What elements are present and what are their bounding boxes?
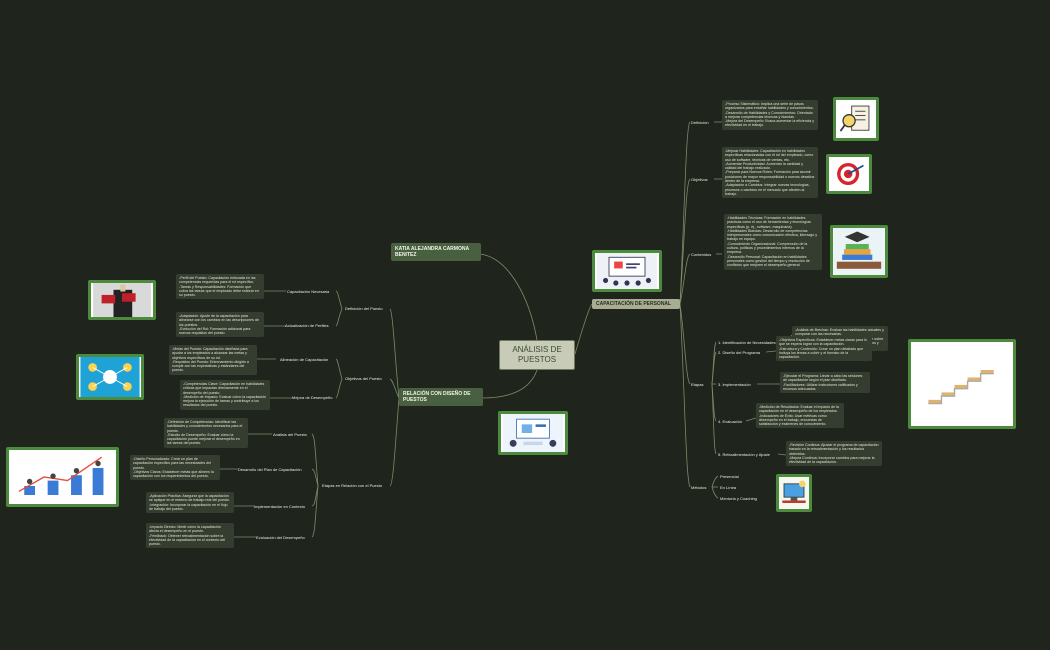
relacion-branch-node[interactable]: RELACIÓN CON DISEÑO DE PUESTOS — [399, 388, 483, 406]
author-label: KATIA ALEJANDRA CARMONA BENITEZ — [395, 246, 469, 258]
central-topic-label: ANÁLISIS DE PUESTOS — [512, 345, 562, 364]
author-node[interactable]: KATIA ALEJANDRA CARMONA BENITEZ — [391, 243, 481, 261]
stage-identificacion[interactable]: 1. Identificación de Necesidades — [718, 340, 776, 345]
network-people-image — [76, 354, 144, 400]
note-implementacion-contexto: -Aplicación Práctica: Asegurar que la ca… — [146, 492, 234, 514]
note-analisis-puesto: -Definición de Competencias: Identificar… — [164, 418, 248, 448]
note-capacitacion-necesaria: -Perfil del Puesto: Capacitación enfocad… — [176, 274, 264, 300]
note-actualizacion-perfiles: -Adaptación: Ajuste de la capacitación p… — [176, 312, 264, 338]
item-mejora-desempeno[interactable]: Mejora de Desempeño — [292, 395, 333, 400]
capacitacion-branch-label: CAPACITACIÓN DE PERSONAL — [596, 301, 672, 307]
note-retroalimentacion: -Revisión Continua: Ajustar el programa … — [786, 441, 882, 467]
note-diseno: -Objetivos Específicos: Establecer metas… — [776, 336, 872, 362]
note-contenidos: -Habilidades Técnicas: Formación en habi… — [724, 214, 822, 270]
item-evaluacion-desempeno[interactable]: Evaluación del Desempeño — [256, 535, 305, 540]
note-desarrollo-plan: -Diseño Personalizado: Crear un plan de … — [130, 455, 220, 481]
central-topic[interactable]: ANÁLISIS DE PUESTOS — [499, 340, 575, 370]
item-alineacion-capacitacion[interactable]: Alineación de Capacitación — [280, 357, 329, 362]
sub-contenidos[interactable]: Contenidos — [691, 252, 712, 257]
sub-definicion[interactable]: Definición — [691, 120, 709, 125]
stage-retroalimentacion[interactable]: 5. Retroalimentación y Ajuste — [718, 452, 770, 457]
method-mentoria[interactable]: Mentoría y Coaching — [720, 496, 757, 501]
note-mejora-desempeno: -Competencias Clave: Capacitación en hab… — [180, 380, 270, 410]
group-etapas-puesto[interactable]: Etapas en Relación con el Puesto — [322, 483, 383, 488]
note-implementacion: -Ejecutar el Programa: Llevar a cabo las… — [780, 372, 870, 394]
stage-implementacion[interactable]: 3. Implementación — [718, 382, 751, 387]
stairs-growth-image — [908, 339, 1016, 429]
note-evaluacion: -Medición de Resultados: Evaluar el impa… — [756, 403, 844, 429]
item-actualizacion-perfiles[interactable]: Actualización de Perfiles — [285, 323, 329, 328]
growth-people-image — [6, 447, 119, 507]
sub-objetivos[interactable]: Objetivos — [691, 177, 708, 182]
analysis-document-icon — [833, 97, 879, 141]
relacion-branch-label: RELACIÓN CON DISEÑO DE PUESTOS — [403, 391, 471, 403]
sub-etapas[interactable]: Etapas — [691, 382, 704, 387]
businessman-image — [88, 280, 156, 320]
note-definicion: -Proceso Sistemático: Implica una serie … — [722, 100, 818, 130]
capacitacion-branch-node[interactable]: CAPACITACIÓN DE PERSONAL — [592, 299, 680, 309]
item-capacitacion-necesaria[interactable]: Capacitación Necesaria — [287, 289, 330, 294]
method-presencial[interactable]: Presencial — [720, 474, 739, 479]
item-analisis-puesto[interactable]: Análisis del Puesto — [273, 432, 307, 437]
group-objetivos-puesto[interactable]: Objetivos del Puesto — [345, 376, 382, 381]
meeting-image — [498, 411, 568, 455]
group-definicion-puesto[interactable]: Definición del Puesto — [345, 306, 383, 311]
note-objetivos: -Mejorar Habilidades: Capacitación en ha… — [722, 147, 818, 199]
target-icon — [826, 154, 872, 194]
note-alineacion-capacitacion: -Metas del Puesto: Capacitación diseñada… — [169, 345, 257, 375]
note-evaluacion-desempeno: -Impacto Directo: Medir cómo la capacita… — [146, 523, 234, 549]
stage-diseno[interactable]: 2. Diseño del Programa — [718, 350, 761, 355]
sub-metodos[interactable]: Métodos — [691, 485, 707, 490]
item-implementacion-contexto[interactable]: Implementación en Contexto — [254, 504, 305, 509]
computer-online-image — [776, 474, 812, 512]
books-learning-image — [830, 225, 888, 278]
presentation-image — [592, 250, 662, 292]
stage-evaluacion[interactable]: 4. Evaluación — [718, 419, 743, 424]
item-desarrollo-plan[interactable]: Desarrollo del Plan de Capacitación — [238, 467, 302, 472]
method-en-linea[interactable]: En Línea — [720, 485, 737, 490]
